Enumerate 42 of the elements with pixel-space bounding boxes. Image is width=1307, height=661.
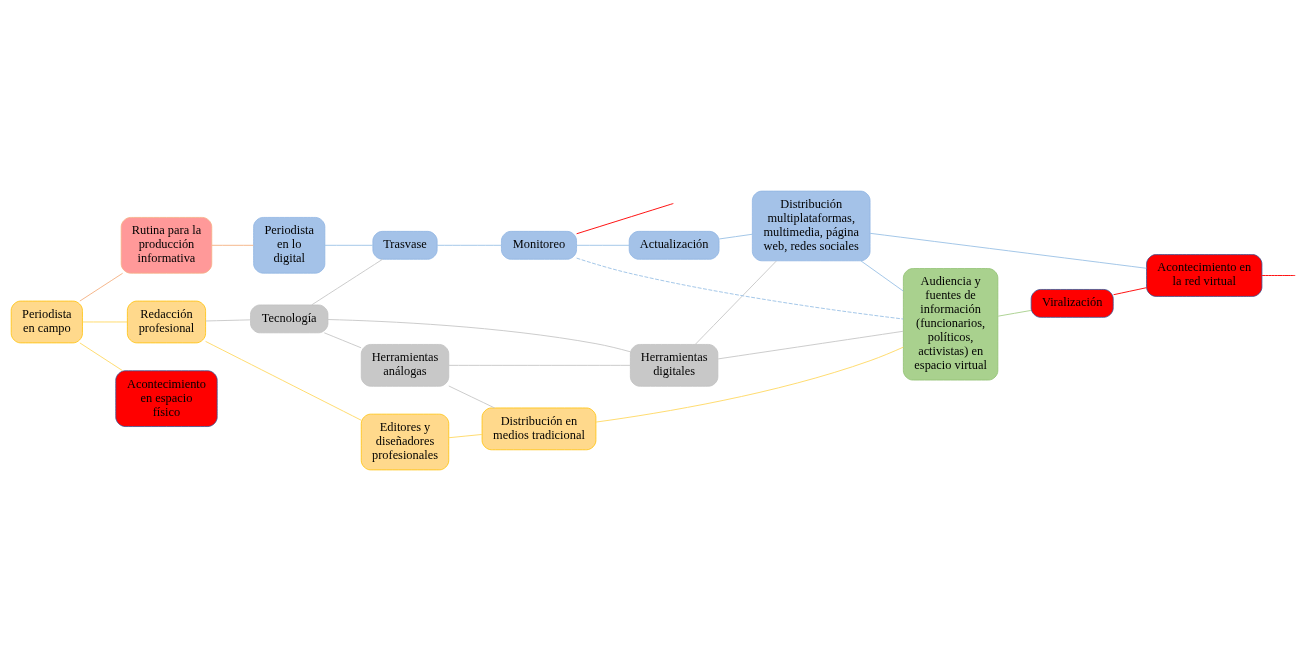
connector [576,244,630,246]
node-box: Redacción profesional [127,300,206,344]
connector [324,244,374,246]
connector [448,364,631,366]
node-box: Distribución en medios tradicional [481,407,597,451]
node-box: Periodista en campo [10,300,83,344]
connector [205,319,251,322]
node-box: Periodista en lo digital [253,217,326,274]
node-box: Herramientas digitales [630,344,719,387]
node-box: Herramientas análogas [360,344,450,387]
connector [448,434,483,439]
node-box: Acontecimiento en la red virtual [1146,254,1263,297]
connector [869,232,1147,269]
connector [79,342,124,372]
connector [718,233,753,240]
connector [327,319,631,353]
node-box: Tecnología [250,304,329,334]
connector [860,260,904,292]
connector [576,257,904,320]
node-box: Audiencia y fuentes de información (funcionarios, políticos, activistas) en espacio virtual [903,268,999,381]
connector [717,330,904,360]
connector [448,385,495,409]
connector [576,203,674,235]
node-box: Editores y diseñadores profesionales [360,413,450,471]
connector [79,272,124,302]
connector [695,260,777,345]
node-box: Trasvase [372,231,438,260]
connector [997,310,1032,317]
connector [82,321,128,323]
node-box: Acontecimiento en espacio físico [115,370,218,427]
node-box: Rutina para la producción informativa [120,217,213,274]
node-box: Distribución multiplataformas, multimedia, página web, redes sociales [751,190,871,262]
connector [323,332,362,349]
connector [1261,275,1296,276]
node-box: Viralización [1030,289,1114,318]
node-box: Monitoreo [501,231,577,260]
connector [436,244,502,246]
node-box: Actualización [628,231,720,260]
connector [211,244,254,246]
connector [311,258,384,306]
connector [1113,287,1147,296]
connector [205,340,362,421]
